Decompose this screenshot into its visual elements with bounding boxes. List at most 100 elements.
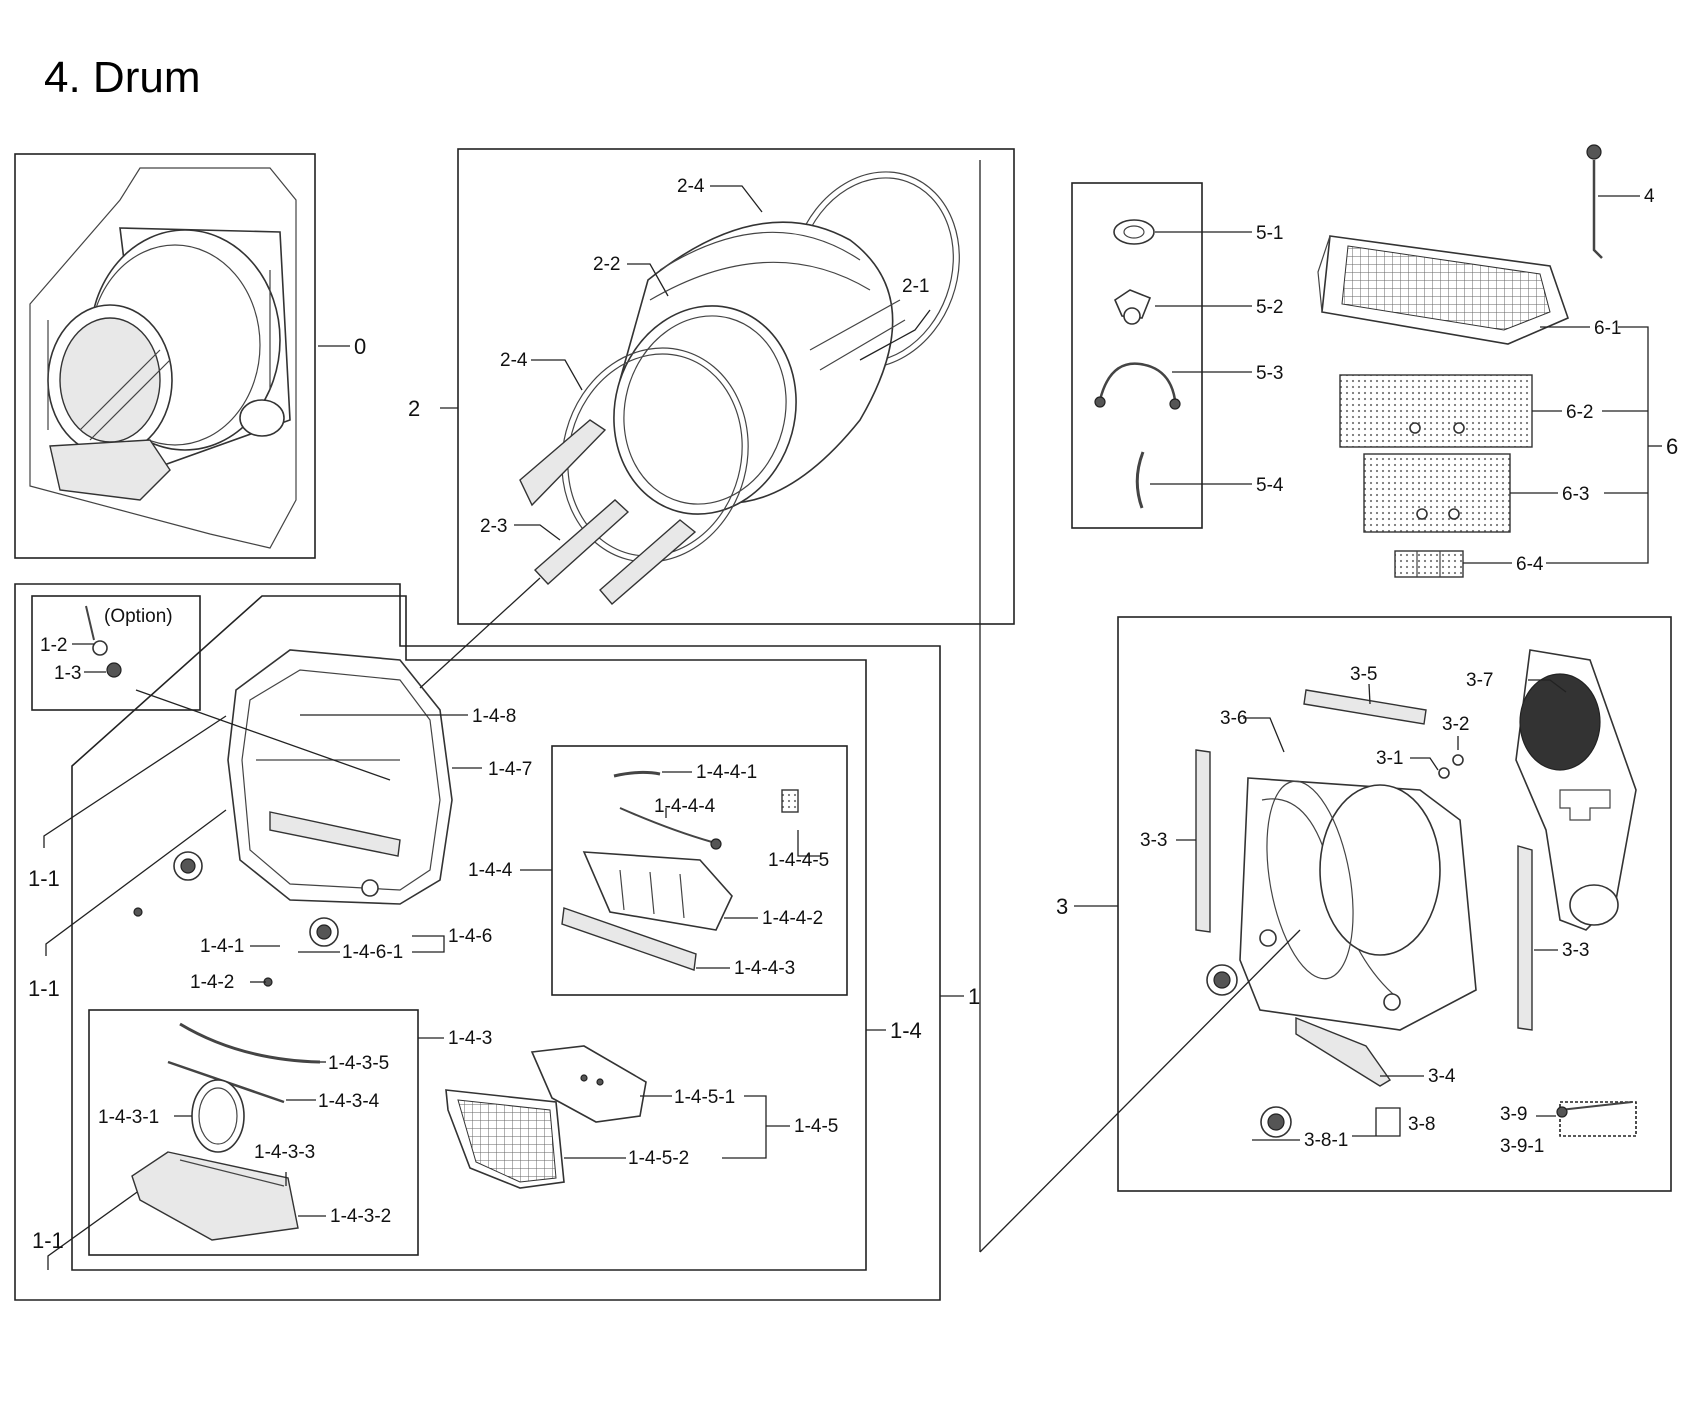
label-1-4-7: 1-4-7 (488, 759, 532, 780)
exhaust-duct-icon (131, 1151, 299, 1241)
label-3-7: 3-7 (1466, 670, 1493, 691)
label-3-5: 3-5 (1350, 664, 1377, 685)
front-frame-icon (227, 649, 453, 905)
part-3-9-icon (1556, 1101, 1633, 1118)
box-3-9 (1559, 1101, 1637, 1137)
section-boxes (14, 148, 1672, 1301)
part-1-4-4-3-icon (561, 907, 697, 971)
label-1-4-6: 1-4-6 (448, 926, 492, 947)
label-3-8: 3-8 (1408, 1114, 1435, 1135)
label-1-4-4-2: 1-4-4-2 (762, 908, 823, 929)
sensor-icon (1586, 144, 1603, 259)
label-1: 1 (968, 984, 980, 1009)
label-2-4-left: 2-4 (500, 350, 528, 371)
roller-icon (133, 851, 339, 987)
label-1-4: 1-4 (890, 1018, 922, 1043)
label-3-9-1: 3-9-1 (1500, 1136, 1544, 1157)
label-1-2: 1-2 (40, 635, 67, 656)
label-5-3: 5-3 (1256, 363, 1283, 384)
label-6-1: 6-1 (1594, 318, 1621, 339)
part-1-4-3-1-icon (191, 1079, 245, 1153)
box-heater-3 (1117, 616, 1672, 1192)
drum-lifter-icon (519, 419, 697, 605)
label-6: 6 (1666, 434, 1678, 459)
label-1-4-3-2: 1-4-3-2 (330, 1206, 391, 1227)
roller-icon (1206, 754, 1464, 1138)
label-5-1: 5-1 (1256, 223, 1283, 244)
label-3-1: 3-1 (1376, 748, 1403, 769)
hose-icon (1135, 451, 1145, 509)
label-2-3: 2-3 (480, 516, 507, 537)
label-3-4: 3-4 (1428, 1066, 1456, 1087)
label-3-9: 3-9 (1500, 1104, 1527, 1125)
part-1-4-4-1-icon (613, 770, 661, 778)
heater-cover-icon (1317, 235, 1569, 345)
label-1-4-4-5: 1-4-4-5 (768, 850, 829, 871)
label-1-4-5-1: 1-4-5-1 (674, 1087, 735, 1108)
part-1-4-4-2-icon (582, 851, 733, 931)
label-6-3: 6-3 (1562, 484, 1589, 505)
box-option (31, 595, 201, 711)
filter-pad-6-2-icon (1339, 374, 1533, 448)
box-frame-1-outer (14, 583, 941, 1301)
label-1-1-a: 1-1 (28, 866, 60, 891)
label-1-4-2: 1-4-2 (190, 972, 234, 993)
steam-nozzle-icon (1113, 289, 1152, 325)
filter-pad-6-3-icon (1363, 453, 1511, 533)
label-1-4-5: 1-4-5 (794, 1116, 838, 1137)
label-1-4-1: 1-4-1 (200, 936, 244, 957)
label-1-4-4-1: 1-4-4-1 (696, 762, 757, 783)
label-6-2: 6-2 (1566, 402, 1593, 423)
label-1-4-3-3: 1-4-3-3 (254, 1142, 315, 1163)
box-1-4-3 (88, 1009, 419, 1256)
label-2-4-top: 2-4 (677, 176, 705, 197)
label-1-4-4-3: 1-4-4-3 (734, 958, 795, 979)
label-option: (Option) (104, 606, 173, 627)
bracket-3-4-icon (1295, 1016, 1392, 1087)
label-1-4-3-4: 1-4-3-4 (318, 1091, 380, 1112)
label-3: 3 (1056, 894, 1068, 919)
label-5-4: 5-4 (1256, 475, 1284, 496)
label-0: 0 (354, 334, 366, 359)
part-1-4-4-4-icon (619, 807, 722, 850)
label-1-4-4-4: 1-4-4-4 (654, 796, 716, 817)
cable-icon (1094, 362, 1181, 410)
bracket-3-5-icon (1303, 689, 1427, 725)
page-title: 4. Drum (44, 53, 200, 102)
label-5-2: 5-2 (1256, 297, 1283, 318)
label-1-4-8: 1-4-8 (472, 706, 516, 727)
box-part-5 (1071, 182, 1203, 529)
label-3-2: 3-2 (1442, 714, 1469, 735)
label-1-1-c: 1-1 (32, 1228, 64, 1253)
box-assembly-0 (14, 153, 316, 559)
heater-rail-icon (1195, 749, 1533, 1031)
label-1-4-6-1: 1-4-6-1 (342, 942, 403, 963)
label-4: 4 (1644, 186, 1655, 207)
label-2-2: 2-2 (593, 254, 620, 275)
filter-pad-6-4-icon (1394, 550, 1464, 578)
box-drum-2 (457, 148, 1015, 625)
label-3-3-right: 3-3 (1562, 940, 1589, 961)
drum-front-ring-icon (561, 347, 749, 563)
heater-duct-icon (1515, 649, 1637, 931)
box-frame-1-4 (71, 595, 867, 1271)
rear-frame-icon (1239, 777, 1477, 1031)
label-3-6: 3-6 (1220, 708, 1247, 729)
label-1-4-4: 1-4-4 (468, 860, 513, 881)
part-1-4-4-5-icon (781, 789, 820, 857)
label-1-4-3-5: 1-4-3-5 (328, 1053, 389, 1074)
part-1-4-3-5-icon (179, 1022, 321, 1064)
label-1-3: 1-3 (54, 663, 81, 684)
lint-filter-icon (445, 1045, 647, 1189)
label-3-3-left: 3-3 (1140, 830, 1167, 851)
label-1-4-5-2: 1-4-5-2 (628, 1148, 689, 1169)
label-1-4-3: 1-4-3 (448, 1028, 492, 1049)
label-2: 2 (408, 396, 420, 421)
label-3-8-1: 3-8-1 (1304, 1130, 1348, 1151)
label-1-4-3-1: 1-4-3-1 (98, 1107, 159, 1128)
drum-body-icon (613, 221, 906, 515)
label-1-1-b: 1-1 (28, 976, 60, 1001)
label-2-1: 2-1 (902, 276, 929, 297)
option-part-icon (85, 605, 122, 678)
